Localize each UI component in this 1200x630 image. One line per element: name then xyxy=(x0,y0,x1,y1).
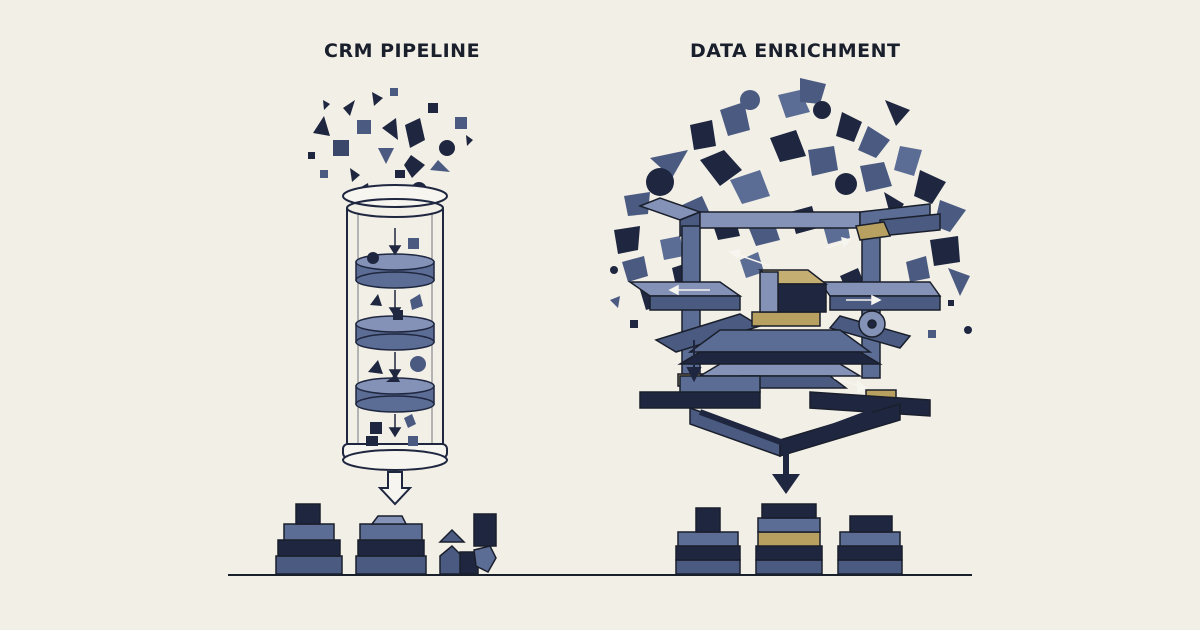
stage-disc-3 xyxy=(355,377,435,413)
data-block-icon xyxy=(438,513,497,575)
data-enrichment-diagram xyxy=(610,78,972,575)
crm-output-blocks xyxy=(275,503,497,575)
enrichment-output-connector xyxy=(698,409,874,476)
data-block-icon xyxy=(755,503,823,575)
down-arrow-icon xyxy=(772,474,800,494)
enrichment-framework xyxy=(627,197,942,458)
data-block-icon xyxy=(837,515,903,575)
enrichment-flow-arrows xyxy=(668,236,882,394)
down-arrow-icon xyxy=(377,471,413,506)
data-block-icon xyxy=(355,515,427,575)
stage-disc-1 xyxy=(355,253,435,289)
gear-icon xyxy=(858,310,886,338)
enrichment-output-blocks xyxy=(675,503,903,575)
down-arrow-icon xyxy=(686,340,702,383)
stage-disc-2 xyxy=(355,315,435,351)
data-block-icon xyxy=(275,503,343,575)
data-enrichment-title: DATA ENRICHMENT xyxy=(690,40,901,62)
incoming-shapes xyxy=(308,88,473,198)
data-shape-cloud xyxy=(610,78,972,338)
crm-pipeline-diagram xyxy=(275,88,497,575)
crm-pipeline-title: CRM PIPELINE xyxy=(324,40,481,62)
data-block-icon xyxy=(675,507,741,575)
tube-contents xyxy=(366,238,426,446)
tube-stage-discs xyxy=(355,253,435,413)
